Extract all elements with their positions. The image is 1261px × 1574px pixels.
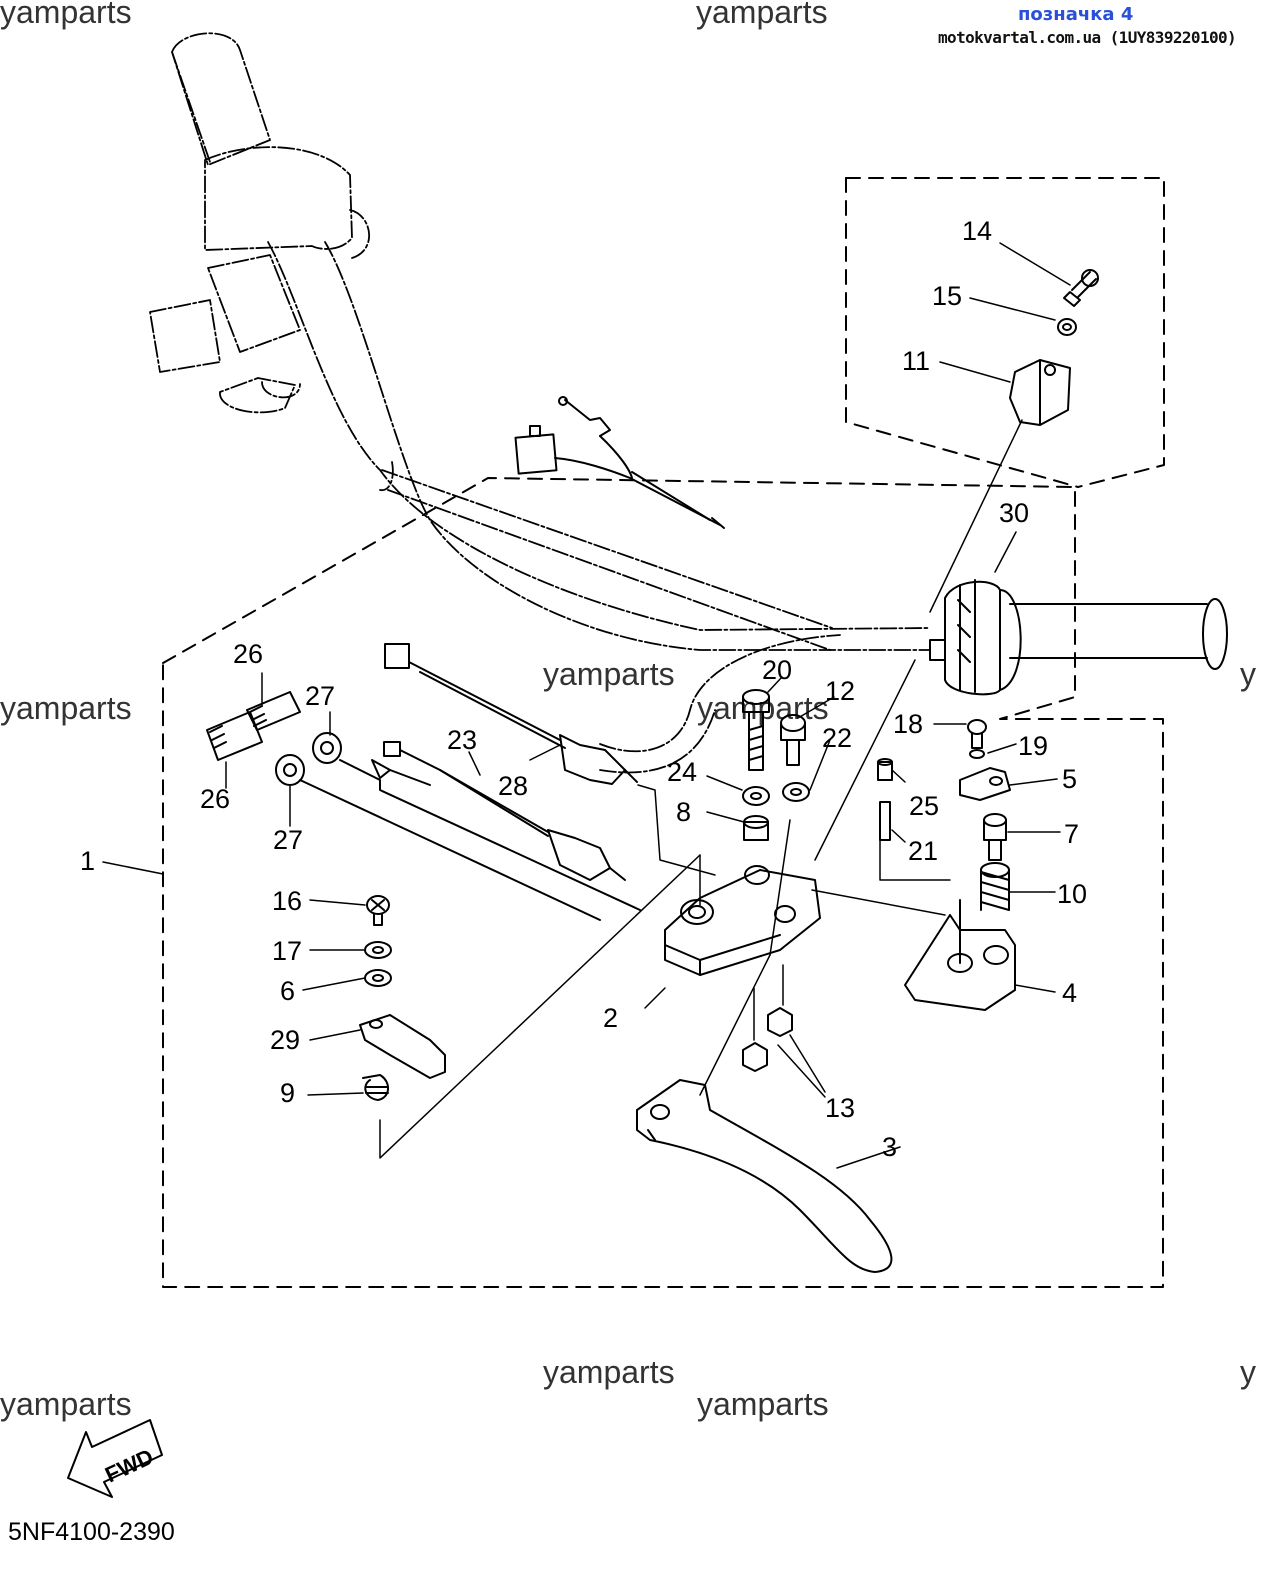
callout-5: 5	[1062, 764, 1077, 794]
watermark: yamparts	[0, 690, 132, 726]
callout-6: 6	[280, 976, 295, 1006]
watermark: yamparts	[0, 1386, 132, 1422]
callout-20: 20	[762, 655, 792, 685]
callout-2: 2	[603, 1003, 618, 1033]
callout-8: 8	[676, 797, 691, 827]
callout-30: 30	[999, 498, 1029, 528]
callout-17: 17	[272, 936, 302, 966]
callout-9: 9	[280, 1078, 295, 1108]
callout-26-top: 26	[233, 639, 263, 669]
callout-18: 18	[893, 709, 923, 739]
inset-boundary	[845, 177, 1165, 488]
callout-27-bottom: 27	[273, 825, 303, 855]
callout-4: 4	[1062, 978, 1077, 1008]
callout-10: 10	[1057, 879, 1087, 909]
callout-13: 13	[825, 1093, 855, 1123]
bracket-2	[664, 865, 821, 976]
watermark: yamparts	[0, 0, 132, 30]
header-link[interactable]: позначка 4	[1018, 4, 1134, 25]
callout-12: 12	[825, 676, 855, 706]
right-stack	[877, 719, 1016, 1011]
callout-23: 23	[447, 725, 477, 755]
callout-24: 24	[667, 757, 697, 787]
handlebar-outline	[149, 32, 931, 774]
nuts-13	[742, 1007, 793, 1072]
callout-25: 25	[909, 791, 939, 821]
callout-16: 16	[272, 886, 302, 916]
fwd-arrow-icon	[67, 1419, 163, 1498]
lever-3	[636, 1079, 893, 1273]
cables	[371, 643, 638, 881]
adjusters	[206, 691, 641, 921]
diagram-code: 5NF4100-2390	[8, 1518, 175, 1546]
callout-15: 15	[932, 281, 962, 311]
header-reference: motokvartal.com.ua (1UY839220100)	[938, 28, 1237, 47]
callout-27-top: 27	[305, 681, 335, 711]
right-grip-switch	[929, 579, 1228, 696]
watermark: yamparts	[697, 1386, 829, 1422]
wiring-top	[514, 396, 725, 529]
fwd-label: FWD	[101, 1444, 157, 1488]
callout-3: 3	[882, 1132, 897, 1162]
assembly-1-boundary	[162, 477, 1164, 1288]
leader-lines	[102, 242, 1071, 1169]
inset-parts	[1009, 269, 1099, 426]
watermark: yamparts	[543, 656, 675, 692]
callout-21: 21	[908, 836, 938, 866]
fasteners	[742, 689, 810, 841]
callout-29: 29	[270, 1025, 300, 1055]
watermark: yamparts	[696, 0, 828, 30]
callout-28: 28	[498, 771, 528, 801]
watermark: y	[1240, 1354, 1256, 1390]
callout-11: 11	[902, 346, 930, 376]
callout-1: 1	[80, 846, 95, 876]
callout-7: 7	[1064, 819, 1079, 849]
left-stack	[359, 895, 446, 1101]
watermark: y	[1240, 656, 1256, 692]
callout-14: 14	[962, 216, 992, 246]
callout-19: 19	[1018, 731, 1048, 761]
callout-26-bottom: 26	[200, 784, 230, 814]
callout-22: 22	[822, 723, 852, 753]
watermark: yamparts	[543, 1354, 675, 1390]
